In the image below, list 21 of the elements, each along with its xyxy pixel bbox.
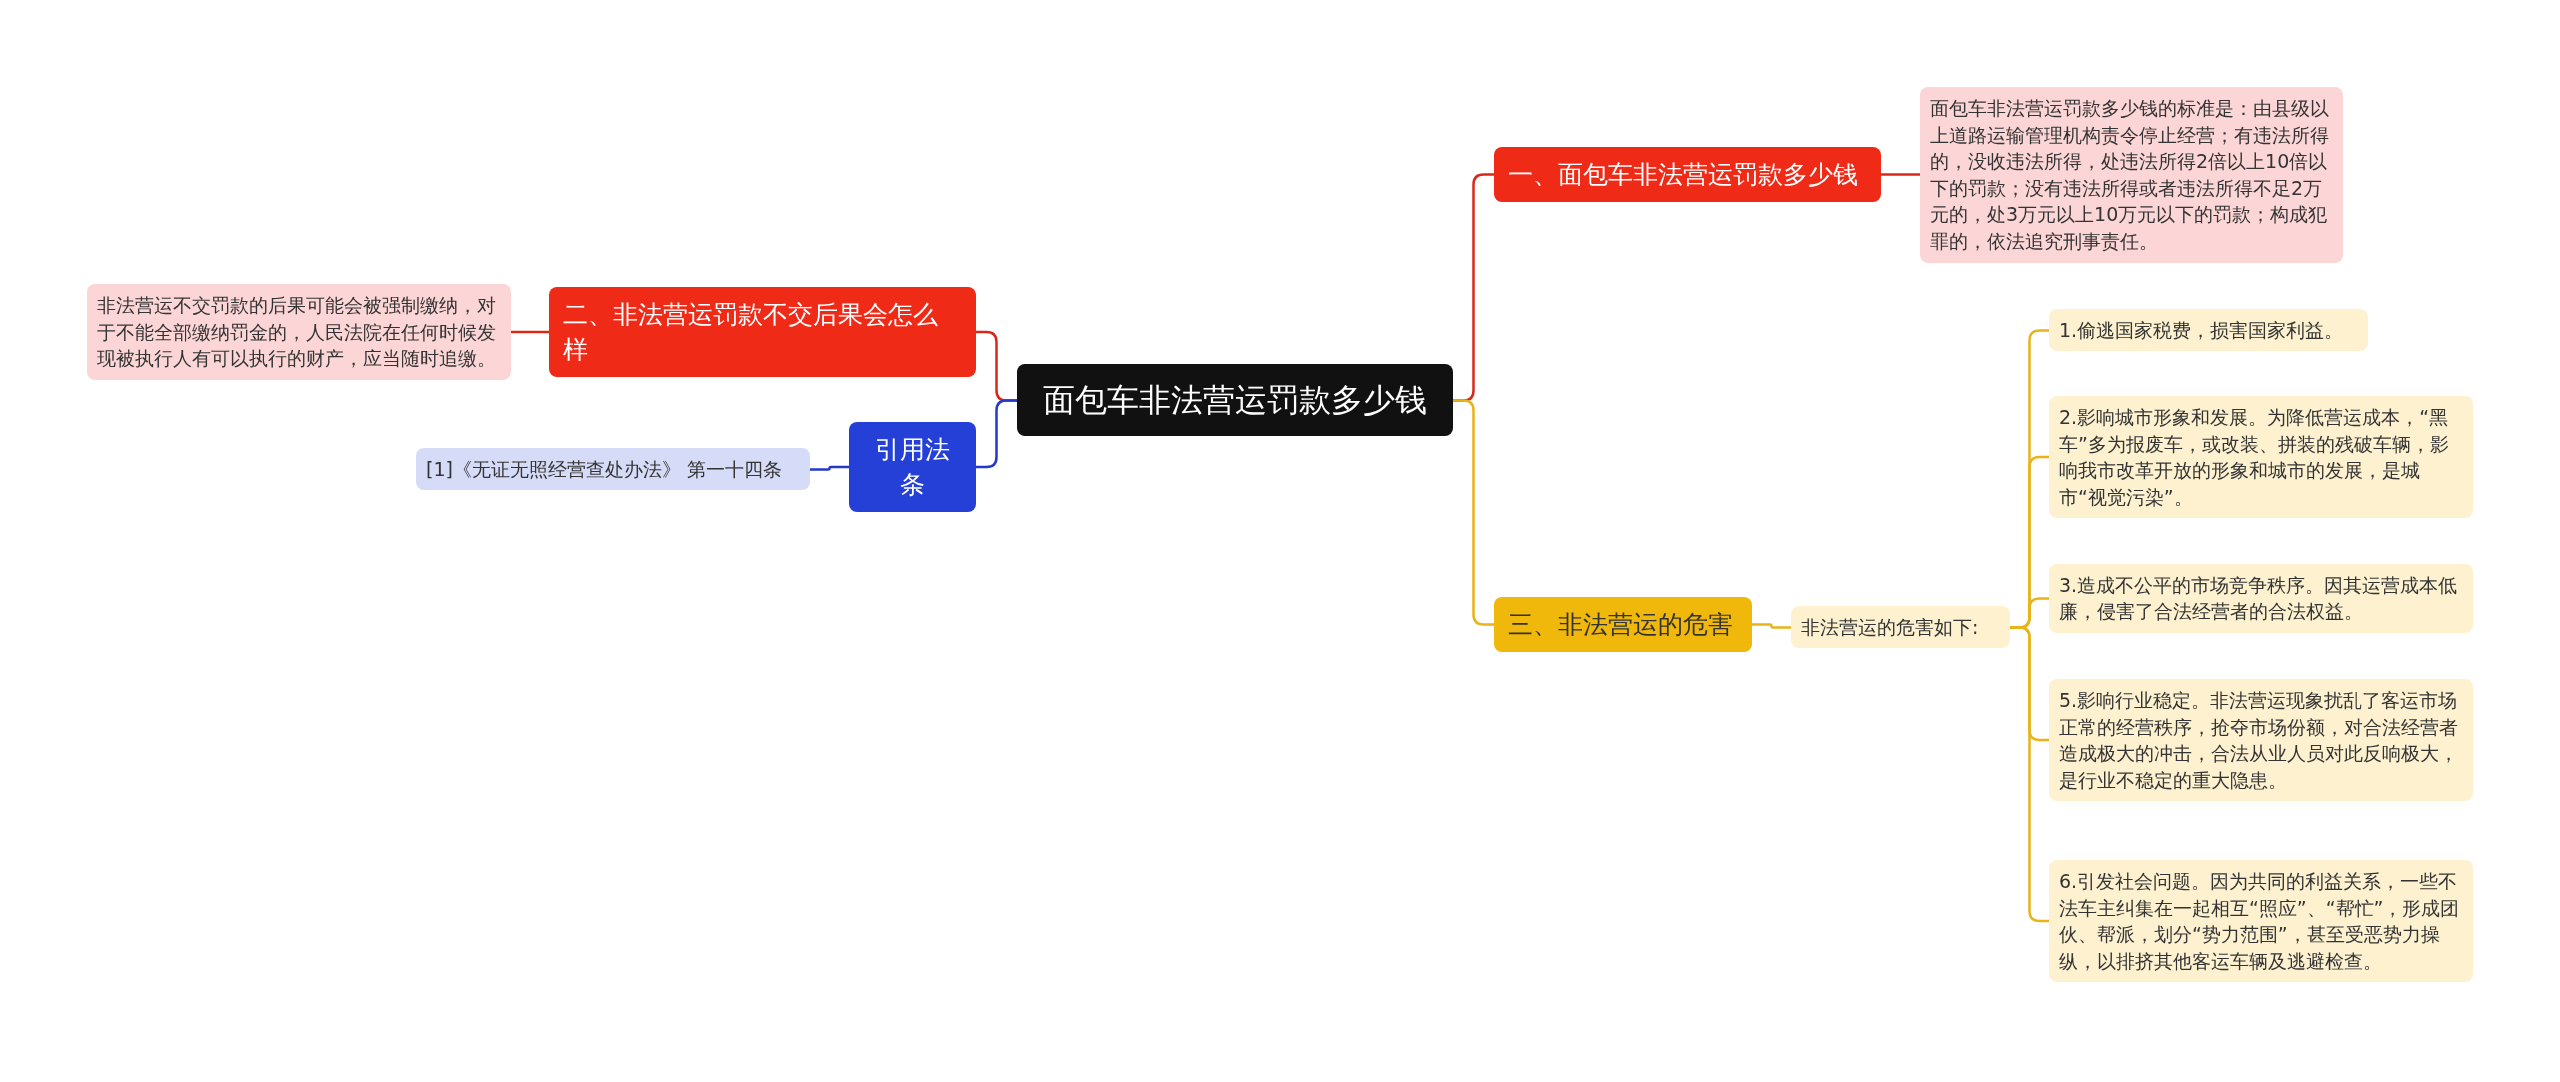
branch-topic: 三、非法营运的危害 — [1494, 596, 1752, 652]
connector-line — [1752, 623, 1791, 629]
detail-note: 5.影响行业稳定。非法营运现象扰乱了客运市场正常的经营秩序，抢夺市场份额，对合法经营者造成极大的冲击，合法从业人员对此反响极大，是行业不稳定的重大隐患。 — [2049, 679, 2473, 802]
reference-note: [1]《无证无照经营查处办法》 第一十四条 — [416, 447, 810, 491]
connector-line — [810, 465, 849, 471]
detail-note: 1.偷逃国家税费，损害国家利益。 — [2049, 308, 2368, 352]
detail-note: 非法营运的危害如下: — [1791, 605, 2010, 649]
detail-note: 6.引发社会问题。因为共同的利益关系，一些不法车主纠集在一起相互“照应”、“帮忙”，形成团伙、帮派，划分“势力范围”，甚至受恶势力操纵，以排挤其他客运车辆及逃避检查。 — [2049, 860, 2473, 983]
detail-note: 非法营运不交罚款的后果可能会被强制缴纳，对于不能全部缴纳罚金的，人民法院在任何时候发现被执行人有可以执行的财产，应当随时追缴。 — [87, 284, 511, 380]
connector-line — [511, 330, 549, 334]
connector-line — [976, 399, 1017, 469]
detail-note: 3.造成不公平的市场竞争秩序。因其运营成本低廉，侵害了合法经营者的合法权益。 — [2049, 563, 2473, 633]
detail-note: 2.影响城市形象和发展。为降低营运成本，“黑车”多为报废车，或改装、拼装的残破车辆，影响我市改革开放的形象和城市的发展，是城市“视觉污染”。 — [2049, 396, 2473, 519]
detail-note: 面包车非法营运罚款多少钱的标准是：由县级以上道路运输管理机构责令停止经营；有违法所得的，没收违法所得，处违法所得2倍以上10倍以下的罚款；没有违法所得或者违法所得不足2万元的，处3万元以上10万元以下的罚款；构成犯罪的，依法追究刑事责任。 — [1920, 87, 2343, 263]
branch-topic: 引用法条 — [849, 422, 976, 512]
branch-topic: 一、面包车非法营运罚款多少钱 — [1494, 146, 1881, 202]
connector-line — [2010, 626, 2049, 923]
connector-line — [1453, 399, 1494, 626]
branch-topic: 二、非法营运罚款不交后果会怎么样 — [549, 287, 976, 377]
central-topic: 面包车非法营运罚款多少钱 — [1017, 363, 1453, 437]
connector-line — [1881, 173, 1920, 176]
